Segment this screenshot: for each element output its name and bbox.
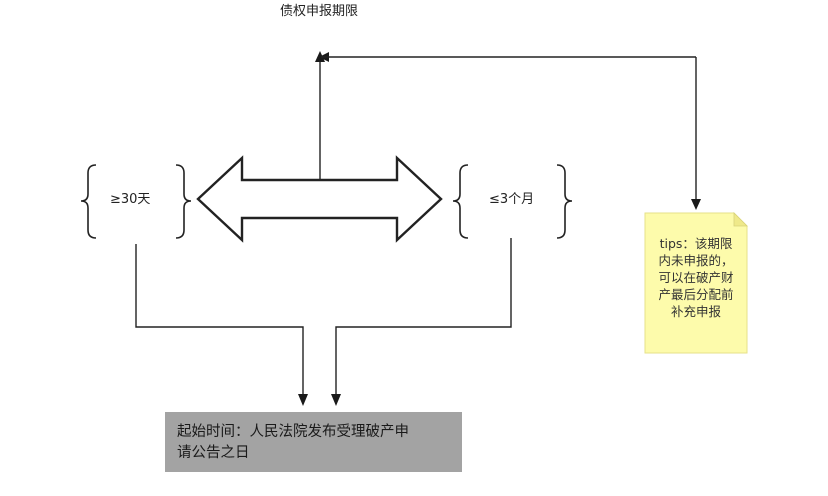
tip-note-line: 内未申报的， xyxy=(658,253,734,268)
left-brace-open xyxy=(80,164,97,239)
start-time-box: 起始时间：人民法院发布受理破产申 请公告之日 xyxy=(165,412,462,472)
tip-note-shape xyxy=(644,212,748,354)
right-down-connector xyxy=(335,238,512,394)
left-brace-close xyxy=(175,164,192,239)
right-brace-close xyxy=(556,164,573,239)
tip-note-line: 产最后分配前 xyxy=(658,287,734,302)
tip-note-line: tips：该期限 xyxy=(659,236,733,251)
start-time-line: 起始时间：人民法院发布受理破产申 xyxy=(177,424,409,440)
right-down-arrowhead xyxy=(331,394,341,406)
min-period-label: ≥30天 xyxy=(110,192,151,207)
double-arrow-shape xyxy=(196,155,443,243)
tip-note-text: tips：该期限 内未申报的， 可以在破产财 产最后分配前 补充申报 xyxy=(651,235,741,320)
left-down-arrowhead xyxy=(298,394,308,406)
double-arrow: 债权申报期限 xyxy=(198,0,440,400)
start-time-line: 请公告之日 xyxy=(177,445,250,461)
double-arrow-label: 债权申报期限 xyxy=(279,4,358,19)
left-down-connector xyxy=(135,244,304,394)
tip-note-fold xyxy=(733,212,748,227)
start-time-text: 起始时间：人民法院发布受理破产申 请公告之日 xyxy=(177,422,462,464)
tip-note-line: 可以在破产财 xyxy=(658,270,734,285)
tip-note-line: 补充申报 xyxy=(670,304,721,319)
note-arrowhead xyxy=(691,199,701,210)
right-brace-open xyxy=(452,164,469,239)
tip-note: tips：该期限 内未申报的， 可以在破产财 产最后分配前 补充申报 xyxy=(645,213,747,353)
max-period-label: ≤3个月 xyxy=(489,192,535,207)
